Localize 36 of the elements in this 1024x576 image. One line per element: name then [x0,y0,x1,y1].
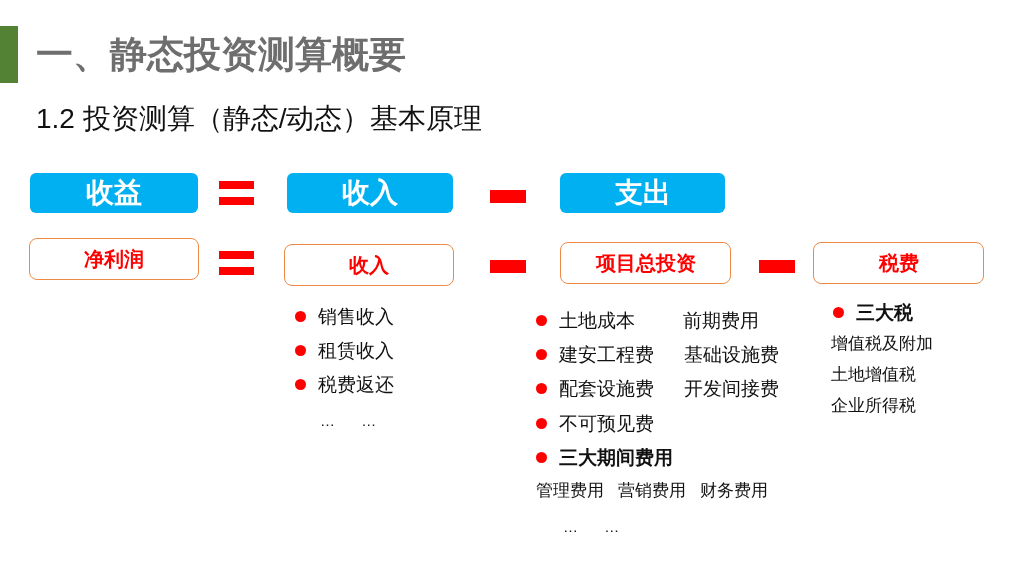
term-box [560,242,731,284]
list-item-text: 配套设施费 [559,378,654,398]
ellipsis-text: … … [563,518,620,534]
list-item-text: 销售收入 [318,306,394,326]
term-box [284,244,454,286]
list-item-text: 开发间接费 [684,378,779,398]
list-item-text: 基础设施费 [684,344,779,364]
slide-subtitle: 1.2 投资测算（静态/动态）基本原理 [36,102,483,136]
list-item-text: 企业所得税 [831,396,916,414]
list-item-text: 营销费用 [618,481,686,499]
term-label: 项目总投资 [595,252,696,274]
list-item-text: 土地增值税 [831,365,916,383]
list-item-text: 建安工程费 [559,344,654,364]
term-label: 收入 [349,254,389,276]
term-label: 净利润 [84,248,144,270]
term-label: 支出 [614,177,671,209]
term-label: 收入 [342,177,398,209]
ellipsis-text: … … [320,412,377,428]
list-item-text: 土地成本 [559,310,635,330]
list-item-text: 增值税及附加 [831,334,933,352]
list-item-text: 三大税 [856,302,913,322]
list-item-text: 财务费用 [700,481,768,499]
term-label: 收益 [86,177,142,209]
term-box [29,238,199,280]
slide-title: 一、静态投资测算概要 [36,33,406,77]
header-term-box [30,173,198,213]
list-item-text: 管理费用 [536,481,604,499]
list-item-text: 租赁收入 [318,340,394,360]
term-label: 税费 [878,252,919,274]
list-item-text: 三大期间费用 [559,447,673,467]
term-box [813,242,984,284]
list-item-text: 不可预见费 [559,413,654,433]
header-term-box [560,173,725,213]
list-item-text: 税费返还 [318,374,394,394]
list-item-text: 前期费用 [683,310,759,330]
header-term-box [287,173,453,213]
